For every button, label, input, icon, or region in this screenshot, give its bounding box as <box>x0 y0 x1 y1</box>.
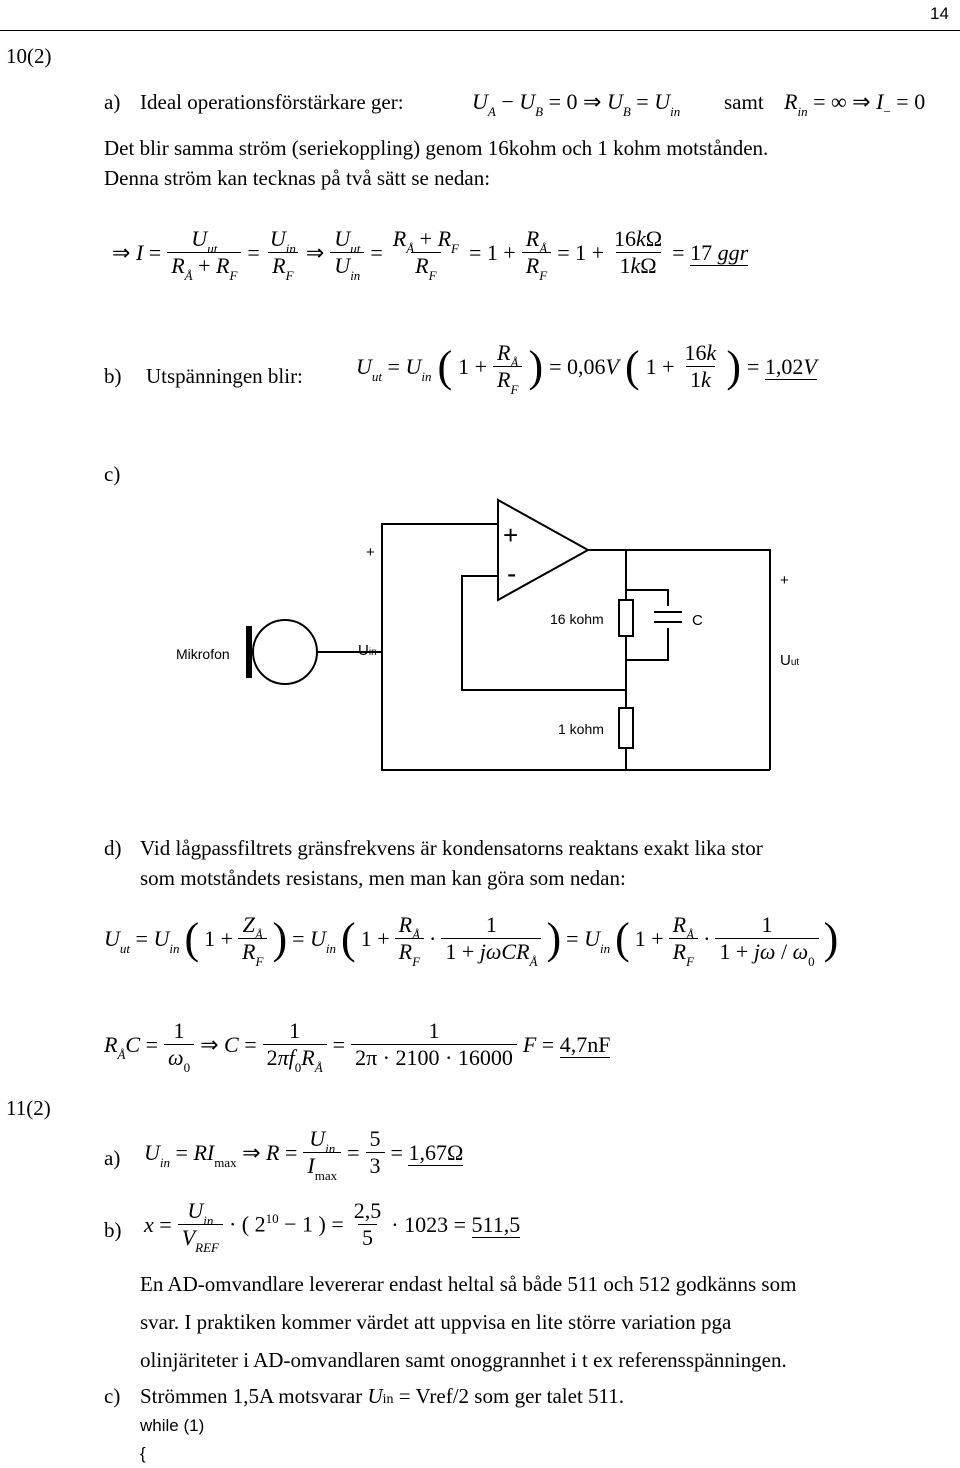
gain-unit: ggr <box>717 239 749 265</box>
problem-10a-text: Ideal operationsförstärkare ger: <box>140 90 404 114</box>
problem-11-para1: En AD-omvandlare levererar endast heltal… <box>140 1272 797 1296</box>
input-plus-sign: + <box>366 544 375 561</box>
resistor-16k <box>618 599 634 637</box>
microphone-circle <box>252 619 318 685</box>
page-number: 14 <box>930 4 949 23</box>
problem-11-para3: olinjäriteter i AD-omvandlaren samt onog… <box>140 1348 787 1372</box>
capacitor-result: 4,7nF <box>559 1031 611 1058</box>
resistance-denominator: 3 <box>365 1152 385 1179</box>
problem-11b-label: b) <box>104 1218 122 1242</box>
problem-11a-label: a) <box>104 1146 121 1170</box>
opamp-triangle <box>497 498 591 602</box>
gain-result: 17 <box>690 239 713 265</box>
problem-11c-text: Strömmen 1,5A motsvarar Uin = Vref/2 som… <box>140 1384 624 1408</box>
input-voltage-label: Uin <box>358 642 377 659</box>
code-line-brace: { <box>140 1444 146 1463</box>
code-line-while: while (1) <box>140 1416 205 1435</box>
problem-10-line3: Denna ström kan tecknas på två sätt se n… <box>104 166 491 190</box>
resistor-1k-label: 1 kohm <box>558 721 604 737</box>
adc-numerator: 2,5 <box>353 1198 382 1223</box>
problem-11c-label: c) <box>104 1384 121 1408</box>
problem-10a-samt: samt <box>724 90 764 114</box>
adc-result: 511,5 <box>471 1211 521 1238</box>
problem-10b-text: Utspänningen blir: <box>146 364 303 388</box>
capacitor-calc: 2π · 2100 · 16000 <box>351 1044 517 1071</box>
header-rule <box>0 30 960 31</box>
ideal-opamp-equation: UA − UB = 0 ⇒ UB = Uin <box>472 89 681 119</box>
microphone-plate <box>246 626 252 678</box>
problem-10-label: 10(2) <box>6 44 52 68</box>
problem-10b-label: b) <box>104 364 122 388</box>
opamp-plus-sign: + <box>503 520 519 550</box>
capacitor-label: C <box>692 612 703 629</box>
adc-max-value: 1023 <box>404 1211 449 1237</box>
problem-10d-label: d) <box>104 836 122 860</box>
problem-10a-label: a) <box>104 90 121 114</box>
resistance-result: 1,67Ω <box>408 1139 464 1166</box>
microphone-label: Mikrofon <box>176 646 230 662</box>
amplifier-circuit <box>246 498 771 771</box>
resistor-16k-label: 16 kohm <box>550 611 604 627</box>
input-voltage-value: 0,06 <box>567 353 606 379</box>
resistance-numerator: 5 <box>369 1126 381 1151</box>
problem-11-para2: svar. I praktiken kommer värdet att uppv… <box>140 1310 732 1334</box>
problem-11-label: 11(2) <box>6 1096 51 1120</box>
problem-10d-line2: som motståndets resistans, men man kan g… <box>140 866 626 890</box>
opamp-minus-sign: - <box>507 558 517 589</box>
problem-10d-line1: Vid lågpassfiltrets gränsfrekvens är kon… <box>140 836 763 860</box>
adc-denominator: 5 <box>358 1224 378 1251</box>
output-voltage-label: Uut <box>780 652 800 669</box>
resistor-1k <box>618 707 634 749</box>
output-voltage-result: 1,02 <box>764 353 804 379</box>
problem-10c-label: c) <box>104 462 121 486</box>
output-plus-sign: + <box>780 572 789 589</box>
problem-10-line2: Det blir samma ström (seriekoppling) gen… <box>104 136 769 160</box>
rin-equation: Rin = ∞ ⇒ I− = 0 <box>784 89 926 119</box>
